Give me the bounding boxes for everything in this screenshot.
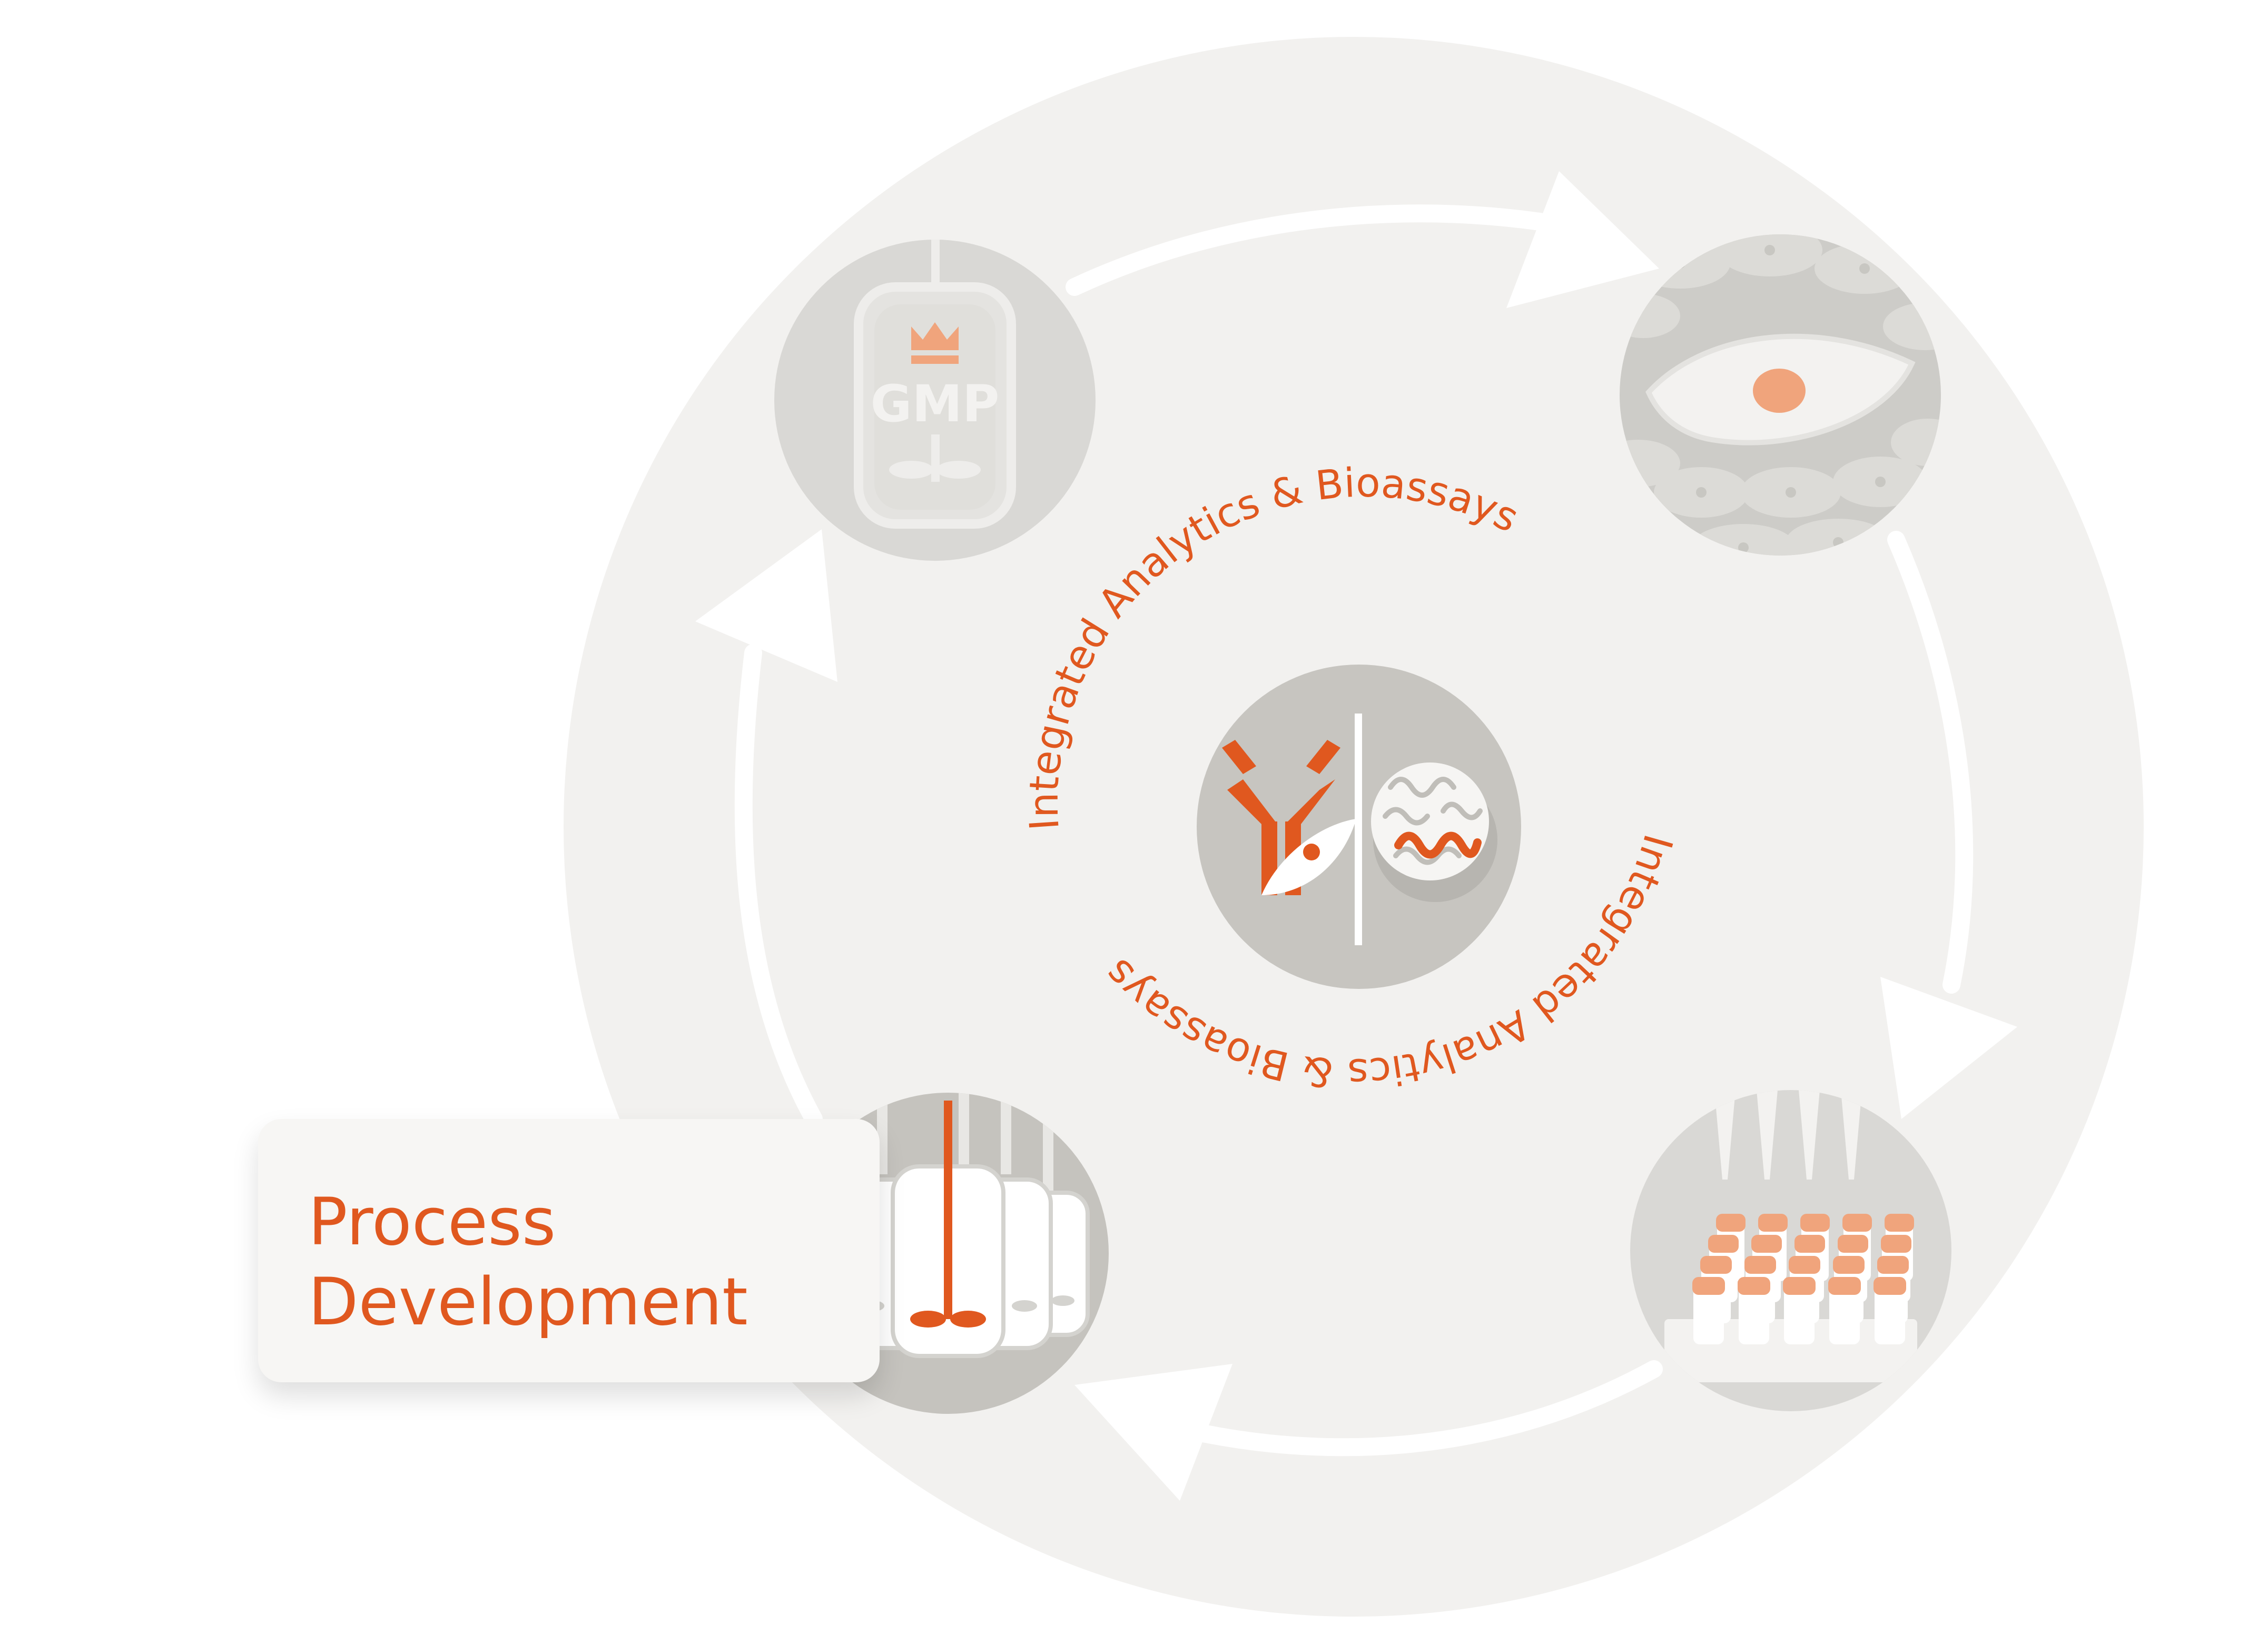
tube-cap	[1838, 1235, 1868, 1253]
tube-cap	[1842, 1214, 1872, 1232]
arrow-plate-to-pd	[1166, 1360, 1663, 1457]
tube-cap	[1873, 1277, 1906, 1295]
arrow-gmp-to-cell	[1066, 204, 1579, 296]
arrowhead-left-icon	[1074, 1364, 1232, 1501]
tube-cap	[1692, 1277, 1725, 1295]
gmp-node: GMP	[774, 240, 1096, 561]
pipette-tips-icon	[1714, 1090, 1862, 1180]
arrow-heads	[695, 171, 2017, 1501]
tube	[1784, 1286, 1815, 1344]
tube-cap	[1708, 1235, 1739, 1253]
cycle-arrows	[734, 204, 1974, 1457]
tube-cap	[1789, 1256, 1820, 1274]
arrow-pd-to-gmp	[734, 644, 823, 1128]
tube-cap	[1783, 1277, 1816, 1295]
tube-cap	[1758, 1214, 1788, 1232]
tube	[1875, 1286, 1905, 1344]
crown-icon	[911, 322, 959, 364]
impeller-icon	[889, 461, 981, 479]
tube-cap	[1738, 1277, 1770, 1295]
tube-cap	[1700, 1256, 1732, 1274]
tube-cap	[1833, 1256, 1865, 1274]
nucleus-icon	[1753, 369, 1806, 413]
tube-cap	[1716, 1214, 1746, 1232]
arrow-cell-to-plate	[1887, 531, 1974, 994]
stage-card-title: Process Development	[308, 1184, 748, 1340]
tube-cap	[1881, 1235, 1911, 1253]
tube-cap	[1751, 1235, 1782, 1253]
cell-line-node	[1620, 234, 1941, 556]
arrowhead-down-icon	[1880, 977, 2017, 1119]
tube-rack-icon	[1692, 1214, 1914, 1344]
tube-cap	[1794, 1235, 1825, 1253]
tube-cap	[1800, 1214, 1830, 1232]
arrowhead-right-icon	[1506, 171, 1659, 308]
arrowhead-up-icon	[695, 529, 837, 682]
screening-plate-node	[1630, 1090, 1951, 1411]
orange-impeller-icon	[910, 1311, 986, 1328]
tube-cap	[1744, 1256, 1776, 1274]
tube-cap	[1885, 1214, 1914, 1232]
stage-card[interactable]	[258, 1119, 880, 1382]
analytics-center-node	[1197, 665, 1521, 989]
tube	[1739, 1286, 1769, 1344]
gmp-label: GMP	[871, 374, 1000, 433]
tube-cap	[1828, 1277, 1861, 1295]
tube	[1693, 1286, 1724, 1344]
tube	[1829, 1286, 1860, 1344]
tube-cap	[1877, 1256, 1909, 1274]
protein-structure-icon	[1371, 762, 1497, 902]
